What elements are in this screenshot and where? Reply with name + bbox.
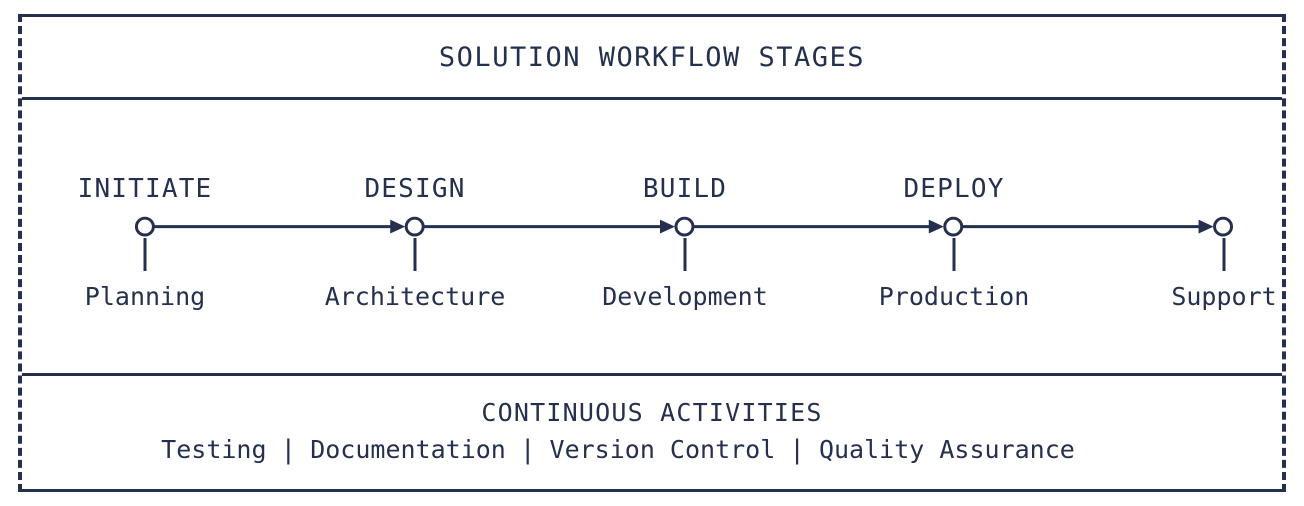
timeline-axis	[134, 216, 1234, 237]
stage-sub-label: Architecture	[324, 282, 506, 311]
node-tick	[1222, 238, 1226, 271]
stage-label: INITIATE	[77, 174, 213, 204]
page-title: SOLUTION WORKFLOW STAGES	[438, 41, 866, 73]
stage-sub-label: Support	[1171, 282, 1277, 311]
activity-item: Version Control	[549, 435, 776, 464]
workflow-diagram: SOLUTION WORKFLOW STAGES INITIATE Plannin…	[18, 14, 1286, 492]
timeline-node-marker[interactable]	[943, 216, 964, 237]
stage-sub-label: Production	[878, 282, 1030, 311]
timeline-node-marker[interactable]	[674, 216, 695, 237]
stage-sub-label: Planning	[84, 282, 206, 311]
timeline-node-marker[interactable]	[134, 216, 155, 237]
continuous-activities-list: Testing | Documentation | Version Control | Qu…	[159, 435, 1077, 465]
node-tick	[952, 238, 956, 271]
timeline-node-marker[interactable]	[404, 216, 425, 237]
continuous-activities-title: CONTINUOUS ACTIVITIES	[481, 397, 823, 427]
stage-label: DESIGN	[364, 174, 466, 204]
node-tick	[143, 238, 147, 271]
arrow-icon	[659, 219, 675, 234]
activity-item: Quality Assurance	[818, 435, 1075, 464]
node-tick	[413, 238, 417, 271]
activity-separator: |	[280, 434, 297, 465]
stage-label: DEPLOY	[903, 174, 1005, 204]
stage-label: BUILD	[642, 174, 728, 204]
footer-band: CONTINUOUS ACTIVITIES Testing | Documentat…	[22, 373, 1282, 489]
activity-item: Documentation	[310, 435, 506, 464]
activity-item: Testing	[161, 435, 267, 464]
arrow-icon	[1198, 219, 1214, 234]
header-band: SOLUTION WORKFLOW STAGES	[22, 17, 1282, 100]
timeline-node-marker[interactable]	[1213, 216, 1234, 237]
timeline-band: INITIATE Planning DESIGN Architecture BUILD D…	[22, 100, 1282, 376]
node-tick	[683, 238, 687, 271]
stage-sub-label: Development	[602, 282, 768, 311]
activity-separator: |	[519, 434, 536, 465]
arrow-icon	[390, 219, 406, 234]
arrow-icon	[928, 219, 944, 234]
activity-separator: |	[789, 434, 805, 465]
timeline: INITIATE Planning DESIGN Architecture BUILD D…	[22, 100, 1282, 373]
